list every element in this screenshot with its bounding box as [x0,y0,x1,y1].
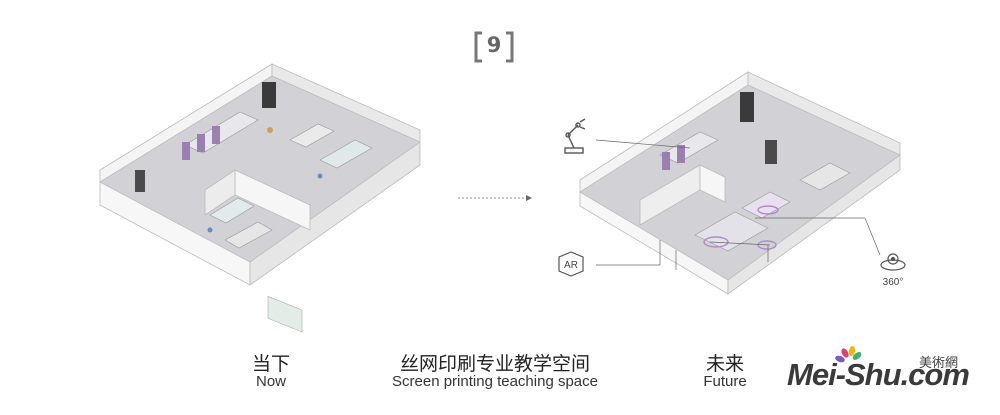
room-now-illustration [99,63,421,333]
now-caption-en: Now [255,373,286,390]
ar-label: AR [564,260,578,271]
mei-shu-logo: Mei-Shu.com [787,357,970,393]
future-caption-en: Future [703,373,747,390]
view-360-label: 360° [883,277,904,288]
title-caption-en: Screen printing teaching space [392,373,598,390]
ar-icon: AR [558,251,584,277]
now-to-future-arrow [458,195,532,201]
logo-cn-text: 美術網 [919,356,959,371]
view-360-icon: 360° [880,253,906,288]
robot-arm-icon [564,118,586,154]
logo-dotcom: .com [900,357,970,392]
badge-brackets [474,31,514,63]
future-caption-cn: 未来 [705,353,744,375]
title-caption-cn: 丝网印刷专业教学空间 [399,353,590,375]
logo-text: Mei-Shu [787,357,902,392]
now-caption-cn: 当下 [251,353,290,375]
badge-number: 9 [486,33,502,57]
room-future-illustration [579,71,901,295]
number-badge: 9 [472,30,516,64]
logo-flower-icon [835,346,862,363]
